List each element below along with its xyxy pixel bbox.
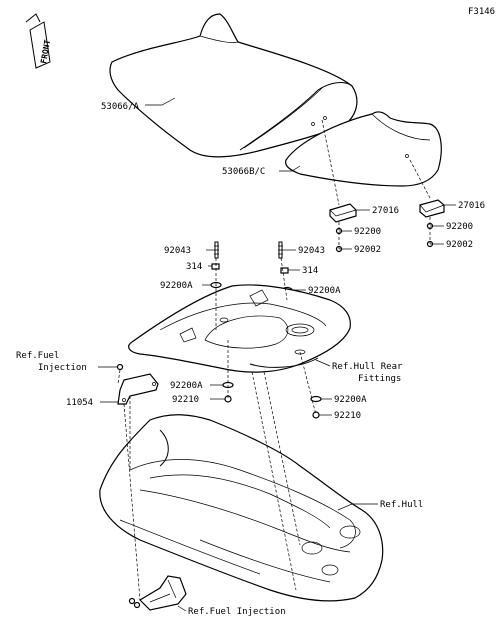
ref-hull-rear-fittings-line2: Fittings	[358, 374, 401, 384]
label-seat-rear: 53066B/C	[222, 167, 265, 177]
label-nut-lower-left: 92210	[172, 395, 199, 405]
label-seat-front: 53066/A	[101, 102, 140, 112]
stopper-left-drawing	[329, 203, 357, 223]
ref-hull: Ref.Hull	[380, 500, 423, 510]
label-nut-lower-right: 92210	[334, 411, 361, 421]
fuel-bracket-bottom-drawing	[128, 575, 187, 611]
front-badge-label: FRONT	[39, 39, 52, 64]
label-stud-right: 92043	[298, 246, 325, 256]
hull-drawing	[99, 414, 384, 602]
ref-hull-rear-fittings-line1: Ref.Hull Rear	[332, 362, 403, 372]
label-screw-left: 92002	[354, 245, 381, 255]
label-washer-a-lower-left: 92200A	[170, 381, 203, 391]
bracket-drawing	[116, 363, 159, 405]
ref-fuel-injection-bottom: Ref.Fuel Injection	[188, 607, 286, 617]
part-labels: 53066/A 53066B/C 27016 27016 92200 92200…	[66, 102, 485, 421]
label-stopper-left: 27016	[372, 206, 399, 216]
label-washer-a-upper-left: 92200A	[160, 281, 193, 291]
label-stopper-right: 27016	[458, 201, 485, 211]
label-washer-left: 92200	[354, 227, 381, 237]
label-nut-right: 314	[302, 266, 318, 276]
label-nut-left: 314	[186, 262, 202, 272]
stopper-right-drawing	[419, 199, 445, 218]
stopper-fasteners	[335, 222, 434, 253]
leader-lines	[98, 97, 456, 612]
ref-fuel-injection-top-line2: Injection	[38, 363, 87, 373]
reference-labels: Ref.Fuel Injection Ref.Hull Rear Fitting…	[16, 351, 423, 617]
label-washer-a-upper-right: 92200A	[308, 286, 341, 296]
figure-code: F3146	[468, 7, 495, 17]
reference-lines	[117, 119, 431, 601]
seat-front-drawing	[109, 13, 358, 158]
storage-tray-drawing	[128, 284, 351, 373]
lower-fasteners	[222, 381, 322, 419]
label-washer-a-lower-right: 92200A	[334, 395, 367, 405]
front-arrow-badge: FRONT	[25, 13, 52, 69]
ref-fuel-injection-top-line1: Ref.Fuel	[16, 351, 59, 361]
label-bracket: 11054	[66, 398, 93, 408]
label-washer-right: 92200	[446, 222, 473, 232]
label-stud-left: 92043	[164, 246, 191, 256]
label-screw-right: 92002	[446, 240, 473, 250]
seat-rear-drawing	[285, 111, 442, 187]
